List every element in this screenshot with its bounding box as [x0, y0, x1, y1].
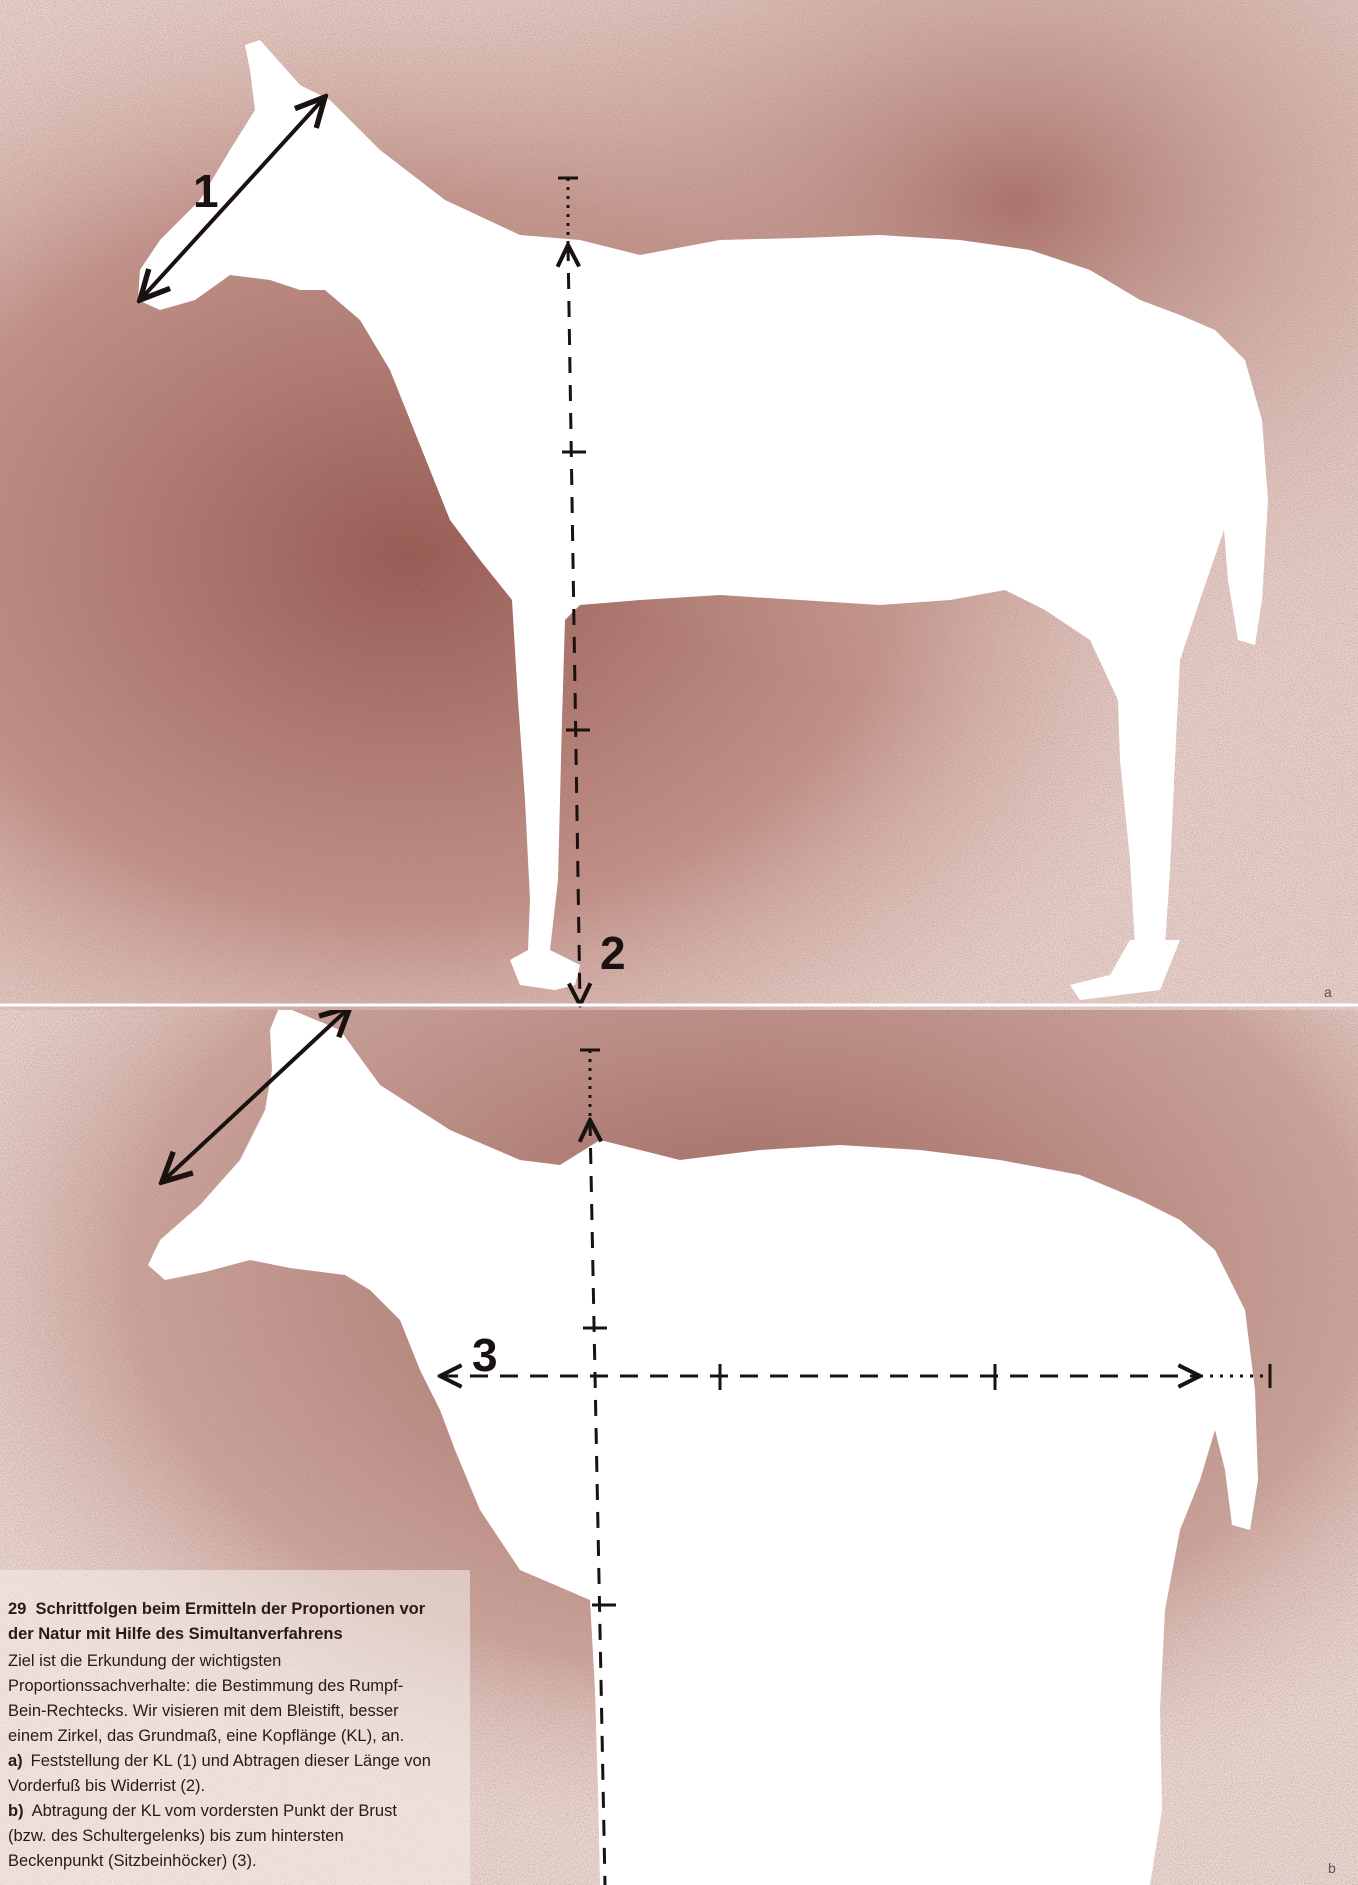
caption-item-text: Feststellung der KL (1) und Abtragen die…: [8, 1752, 431, 1795]
caption-title: 29 Schrittfolgen beim Ermitteln der Prop…: [8, 1597, 438, 1647]
caption-item-a: a)Feststellung der KL (1) und Abtragen d…: [8, 1749, 438, 1799]
measure-label-3: 3: [472, 1332, 498, 1378]
caption-number: 29: [8, 1600, 26, 1618]
caption-item-letter: b): [8, 1802, 24, 1820]
measure-label-1: 1: [193, 168, 219, 214]
measure-label-2: 2: [600, 930, 626, 976]
caption-intro: Ziel ist die Erkundung der wichtigsten P…: [8, 1649, 438, 1749]
panel-a-illustration: [0, 0, 1358, 1010]
panel-mark-a: a: [1324, 984, 1332, 1000]
figure-caption: 29 Schrittfolgen beim Ermitteln der Prop…: [8, 1597, 438, 1874]
caption-title-text: Schrittfolgen beim Ermitteln der Proport…: [8, 1600, 425, 1643]
caption-item-letter: a): [8, 1752, 23, 1770]
caption-item-b: b)Abtragung der KL vom vordersten Punkt …: [8, 1799, 438, 1874]
figure-panel-a: 1 2 a: [0, 0, 1358, 1010]
caption-item-text: Abtragung der KL vom vordersten Punkt de…: [8, 1802, 397, 1870]
panel-mark-b: b: [1328, 1860, 1336, 1876]
